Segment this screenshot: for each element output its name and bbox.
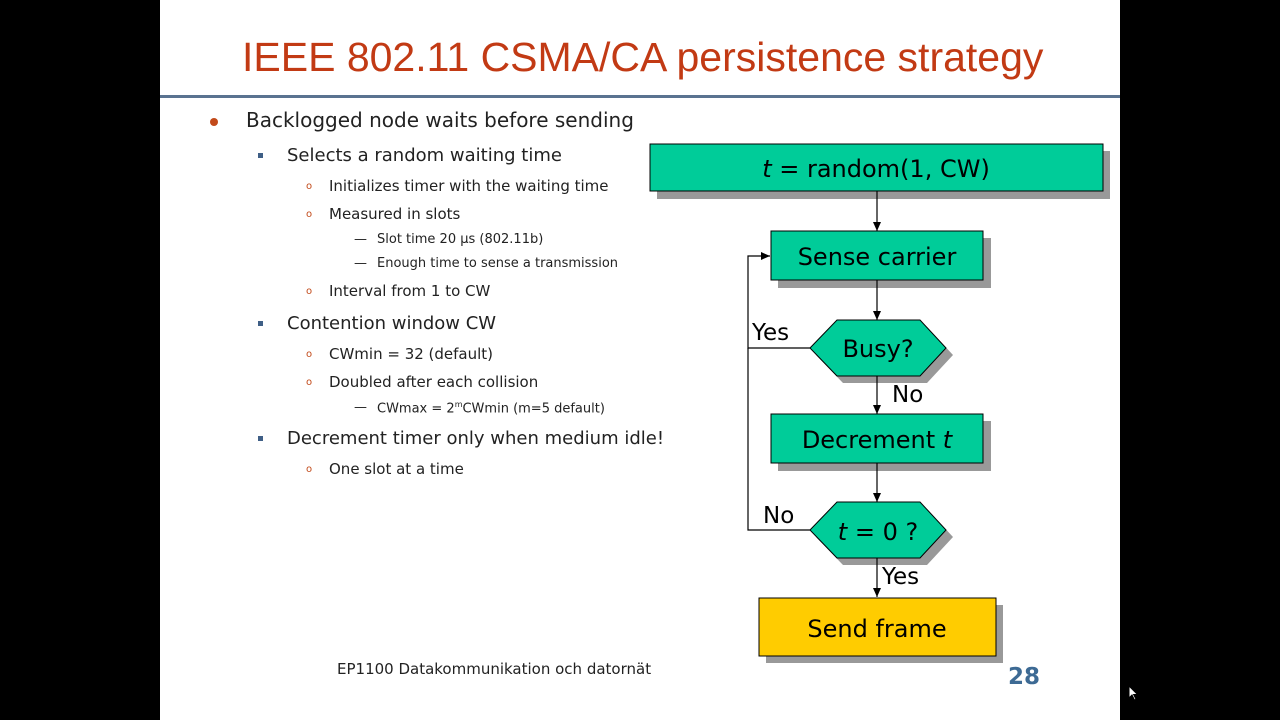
bullet-text: CWmin = 32 (default) [329, 345, 494, 363]
title-divider [160, 95, 1120, 98]
bullet-text: Initializes timer with the waiting time [329, 177, 609, 195]
bullet-circle: o [306, 464, 313, 475]
decrement-var: t [943, 426, 954, 454]
bullet-square [258, 436, 263, 441]
bullet-dash: — [354, 400, 367, 415]
page-number: 28 [1008, 664, 1041, 690]
random-rest: = random(1, CW) [772, 155, 990, 183]
label-yes: Yes [881, 564, 919, 590]
loop-line [747, 348, 810, 531]
label-no: No [763, 503, 794, 529]
decrement-text: Decrement t [802, 426, 954, 454]
bullet-circle: o [306, 286, 313, 297]
decrement-box [770, 413, 984, 464]
bullet-dash: — [354, 232, 367, 247]
zero-decision [809, 501, 947, 559]
bullet-dash: — [354, 256, 367, 271]
superscript: m [454, 400, 463, 409]
bullet-text: Interval from 1 to CW [329, 282, 491, 300]
bullet-text-part: CWmax = 2 [377, 401, 455, 417]
bullet-text: CWmax = 2mCWmin (m=5 default) [377, 400, 605, 416]
bullet-dot [210, 118, 218, 126]
bullet-text: Doubled after each collision [329, 373, 539, 391]
sense-carrier-text: Sense carrier [798, 243, 957, 271]
bullet-circle: o [306, 377, 313, 388]
zero-rest: = 0 ? [847, 518, 918, 546]
label-yes: Yes [751, 320, 789, 346]
bullet-text: Contention window CW [287, 313, 497, 334]
bullet-square [258, 321, 263, 326]
bullet-text-part: CWmin (m=5 default) [462, 401, 605, 417]
bullet-text: Selects a random waiting time [287, 145, 562, 166]
bullet-text: Measured in slots [329, 205, 461, 223]
slide-footer: EP1100 Datakommunikation och datornät [337, 660, 652, 678]
mouse-cursor-icon [1128, 685, 1139, 701]
flowchart: t = random(1, CW) Sense carrier Busy? De… [649, 143, 1110, 663]
random-var: t [762, 155, 773, 183]
label-no: No [892, 382, 923, 408]
decrement-label: Decrement [802, 426, 943, 454]
send-frame-text: Send frame [807, 615, 946, 643]
sense-carrier-box [770, 230, 984, 281]
bullet-text: One slot at a time [329, 460, 464, 478]
zero-text: t = 0 ? [838, 518, 918, 546]
busy-decision [809, 319, 947, 377]
bullet-text: Enough time to sense a transmission [377, 256, 619, 271]
bullet-text: Slot time 20 µs (802.11b) [377, 232, 544, 247]
busy-text: Busy? [842, 335, 913, 363]
slide: IEEE 802.11 CSMA/CA persistence strategy… [160, 0, 1120, 720]
send-frame-box [758, 597, 997, 657]
bullet-text: Backlogged node waits before sending [246, 108, 634, 132]
slide-title: IEEE 802.11 CSMA/CA persistence strategy [242, 34, 1044, 80]
bullet-circle: o [306, 349, 313, 360]
bullet-text: Decrement timer only when medium idle! [287, 428, 665, 449]
bullet-circle: o [306, 181, 313, 192]
bullet-circle: o [306, 209, 313, 220]
loop-arrow [747, 252, 810, 349]
zero-var: t [838, 518, 849, 546]
bullet-square [258, 153, 263, 158]
random-box [649, 143, 1104, 192]
random-box-text: t = random(1, CW) [762, 155, 990, 183]
